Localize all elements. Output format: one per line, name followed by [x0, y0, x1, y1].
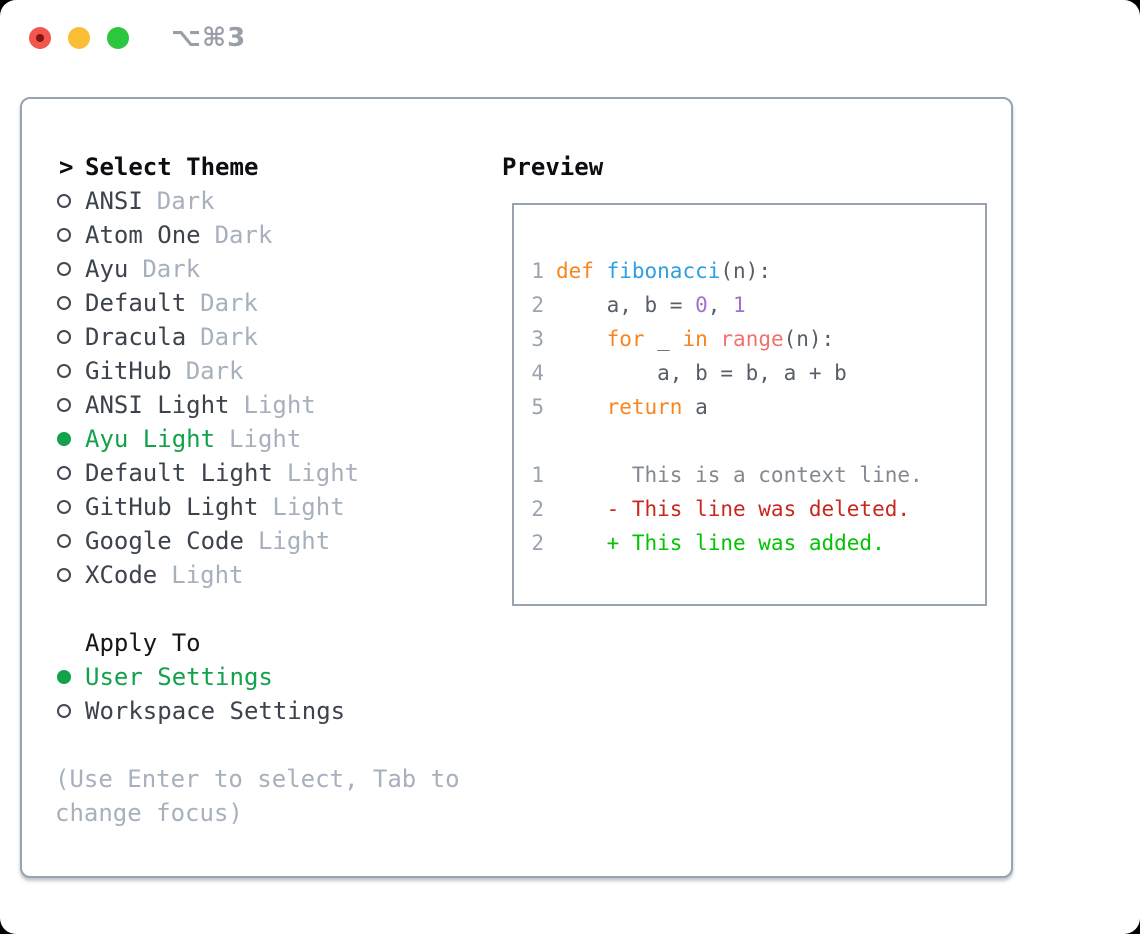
code-line: 4 a, b = b, a + b	[530, 356, 985, 390]
code-line: 2 + This line was added.	[530, 526, 985, 560]
theme-option-google-code-light[interactable]: Google Code Light	[55, 524, 495, 558]
line-number: 1	[531, 259, 544, 283]
code-text: def fibonacci(n):	[556, 259, 771, 283]
code-line: 1 This is a context line.	[530, 458, 985, 492]
select-theme-title: Select Theme	[85, 153, 259, 181]
theme-name: Ayu Light	[85, 425, 216, 453]
theme-name: Default	[85, 289, 187, 317]
theme-variant-label: Dark	[156, 187, 215, 215]
radio-icon	[57, 262, 71, 276]
radio-selected-icon	[57, 432, 71, 446]
theme-option-ayu-light-light[interactable]: Ayu Light Light	[55, 422, 495, 456]
theme-option-dracula-dark[interactable]: Dracula Dark	[55, 320, 495, 354]
theme-name: Atom One	[85, 221, 201, 249]
line-number: 3	[531, 327, 544, 351]
radio-icon	[57, 228, 71, 242]
apply-option-label: User Settings	[85, 663, 273, 691]
radio-icon	[57, 534, 71, 548]
theme-name: ANSI	[85, 187, 143, 215]
minimize-button[interactable]	[68, 27, 90, 49]
theme-name: Dracula	[85, 323, 187, 351]
radio-icon	[57, 466, 71, 480]
theme-variant-label: Dark	[214, 221, 273, 249]
theme-name: Google Code	[85, 527, 244, 555]
select-theme-header: > Select Theme	[55, 150, 495, 184]
prompt-caret-icon: >	[59, 153, 74, 181]
theme-name: Ayu	[85, 255, 129, 283]
theme-variant-label: Dark	[200, 289, 258, 317]
theme-option-ansi-dark[interactable]: ANSI Dark	[55, 184, 495, 218]
apply-option-user-settings[interactable]: User Settings	[55, 660, 495, 694]
titlebar: ⌥⌘3	[0, 0, 1140, 76]
theme-variant-label: Light	[286, 459, 360, 487]
code-line	[530, 424, 985, 458]
theme-variant-label: Dark	[200, 323, 258, 351]
code-text: + This line was added.	[556, 531, 885, 555]
code-text: This is a context line.	[556, 463, 923, 487]
theme-option-xcode-light[interactable]: XCode Light	[55, 558, 495, 592]
radio-icon	[57, 330, 71, 344]
code-text: - This line was deleted.	[556, 497, 911, 521]
theme-name: GitHub Light	[85, 493, 259, 521]
theme-variant-label: Light	[243, 391, 316, 419]
window-title: ⌥⌘3	[171, 23, 247, 53]
code-text: a, b = b, a + b	[556, 361, 847, 385]
radio-icon	[57, 194, 71, 208]
theme-variant-label: Light	[171, 561, 244, 589]
theme-option-ayu-dark[interactable]: Ayu Dark	[55, 252, 495, 286]
hint-text: (Use Enter to select, Tab to change focu…	[55, 765, 460, 827]
theme-variant-label: Light	[272, 493, 345, 521]
line-number: 2	[531, 497, 544, 521]
theme-variant-label: Light	[229, 425, 302, 453]
code-line: 1 def fibonacci(n):	[530, 254, 985, 288]
code-line: 5 return a	[530, 390, 985, 424]
radio-selected-icon	[57, 670, 71, 684]
theme-option-github-light-light[interactable]: GitHub Light Light	[55, 490, 495, 524]
unsaved-dot-icon	[36, 34, 44, 42]
apply-to-title: Apply To	[85, 629, 201, 657]
theme-variant-label: Dark	[185, 357, 244, 385]
close-button[interactable]	[29, 27, 51, 49]
apply-to-header: Apply To	[55, 626, 495, 660]
code-text: return a	[606, 395, 708, 419]
apply-option-workspace-settings[interactable]: Workspace Settings	[55, 694, 495, 728]
radio-icon	[57, 364, 71, 378]
theme-option-atom-one-dark[interactable]: Atom One Dark	[55, 218, 495, 252]
radio-icon	[57, 568, 71, 582]
code-line: 2 a, b = 0, 1	[530, 288, 985, 322]
apply-option-label: Workspace Settings	[85, 697, 346, 725]
theme-name: Default Light	[85, 459, 273, 487]
radio-icon	[57, 398, 71, 412]
code-line: 2 - This line was deleted.	[530, 492, 985, 526]
code-text: for _ in range(n):	[606, 327, 835, 351]
theme-name: ANSI Light	[85, 391, 230, 419]
line-number: 1	[531, 463, 544, 487]
theme-variant-label: Light	[257, 527, 331, 555]
theme-name: XCode	[85, 561, 158, 589]
code-text: a, b = 0, 1	[556, 293, 746, 317]
line-number: 2	[531, 293, 544, 317]
maximize-button[interactable]	[107, 27, 129, 49]
theme-name: GitHub	[85, 357, 172, 385]
radio-icon	[57, 704, 71, 718]
theme-option-default-dark[interactable]: Default Dark	[55, 286, 495, 320]
code-line: 3 for _ in range(n):	[530, 322, 985, 356]
line-number: 5	[531, 395, 544, 419]
line-number: 4	[531, 361, 544, 385]
radio-icon	[57, 296, 71, 310]
radio-icon	[57, 500, 71, 514]
theme-option-ansi-light-light[interactable]: ANSI Light Light	[55, 388, 495, 422]
theme-variant-label: Dark	[142, 255, 201, 283]
line-number: 2	[531, 531, 544, 555]
preview-header: Preview	[502, 153, 604, 181]
theme-option-default-light-light[interactable]: Default Light Light	[55, 456, 495, 490]
theme-option-github-dark[interactable]: GitHub Dark	[55, 354, 495, 388]
